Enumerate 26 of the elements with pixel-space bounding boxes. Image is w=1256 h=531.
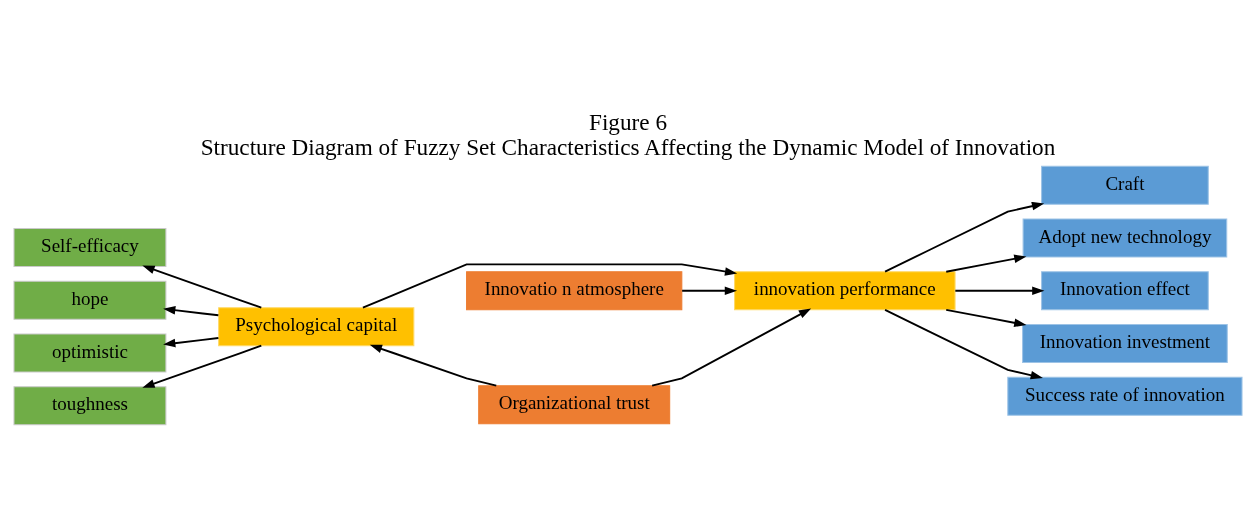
node-box: toughness	[13, 385, 167, 425]
diagram-title: Figure 6	[589, 108, 667, 135]
arrow	[681, 286, 738, 295]
node-box: Success rate of innovation	[1007, 376, 1243, 416]
node-box: Adopt new technology	[1022, 218, 1228, 258]
arrow	[884, 308, 1043, 379]
arrow	[945, 308, 1027, 327]
node-box: Organizational trust	[478, 384, 671, 424]
node-box: optimistic	[13, 333, 167, 373]
arrow	[163, 305, 220, 316]
node-box: Innovation investment	[1022, 323, 1228, 363]
node-box: Self-efficacy	[13, 227, 167, 267]
arrow	[884, 201, 1045, 273]
node-box: Psychological capital	[218, 306, 415, 346]
arrow	[651, 307, 812, 387]
arrow	[369, 344, 498, 387]
arrow	[954, 286, 1045, 295]
node-box: hope	[13, 280, 167, 320]
node-box: innovation performance	[734, 270, 956, 310]
node-box: Craft	[1041, 165, 1209, 205]
node-box: Innovation effect	[1041, 270, 1209, 310]
arrow	[945, 254, 1027, 273]
arrow	[163, 336, 220, 347]
node-box: Innovatio n atmosphere	[466, 270, 683, 310]
arrow	[142, 344, 263, 388]
arrow	[142, 265, 263, 309]
